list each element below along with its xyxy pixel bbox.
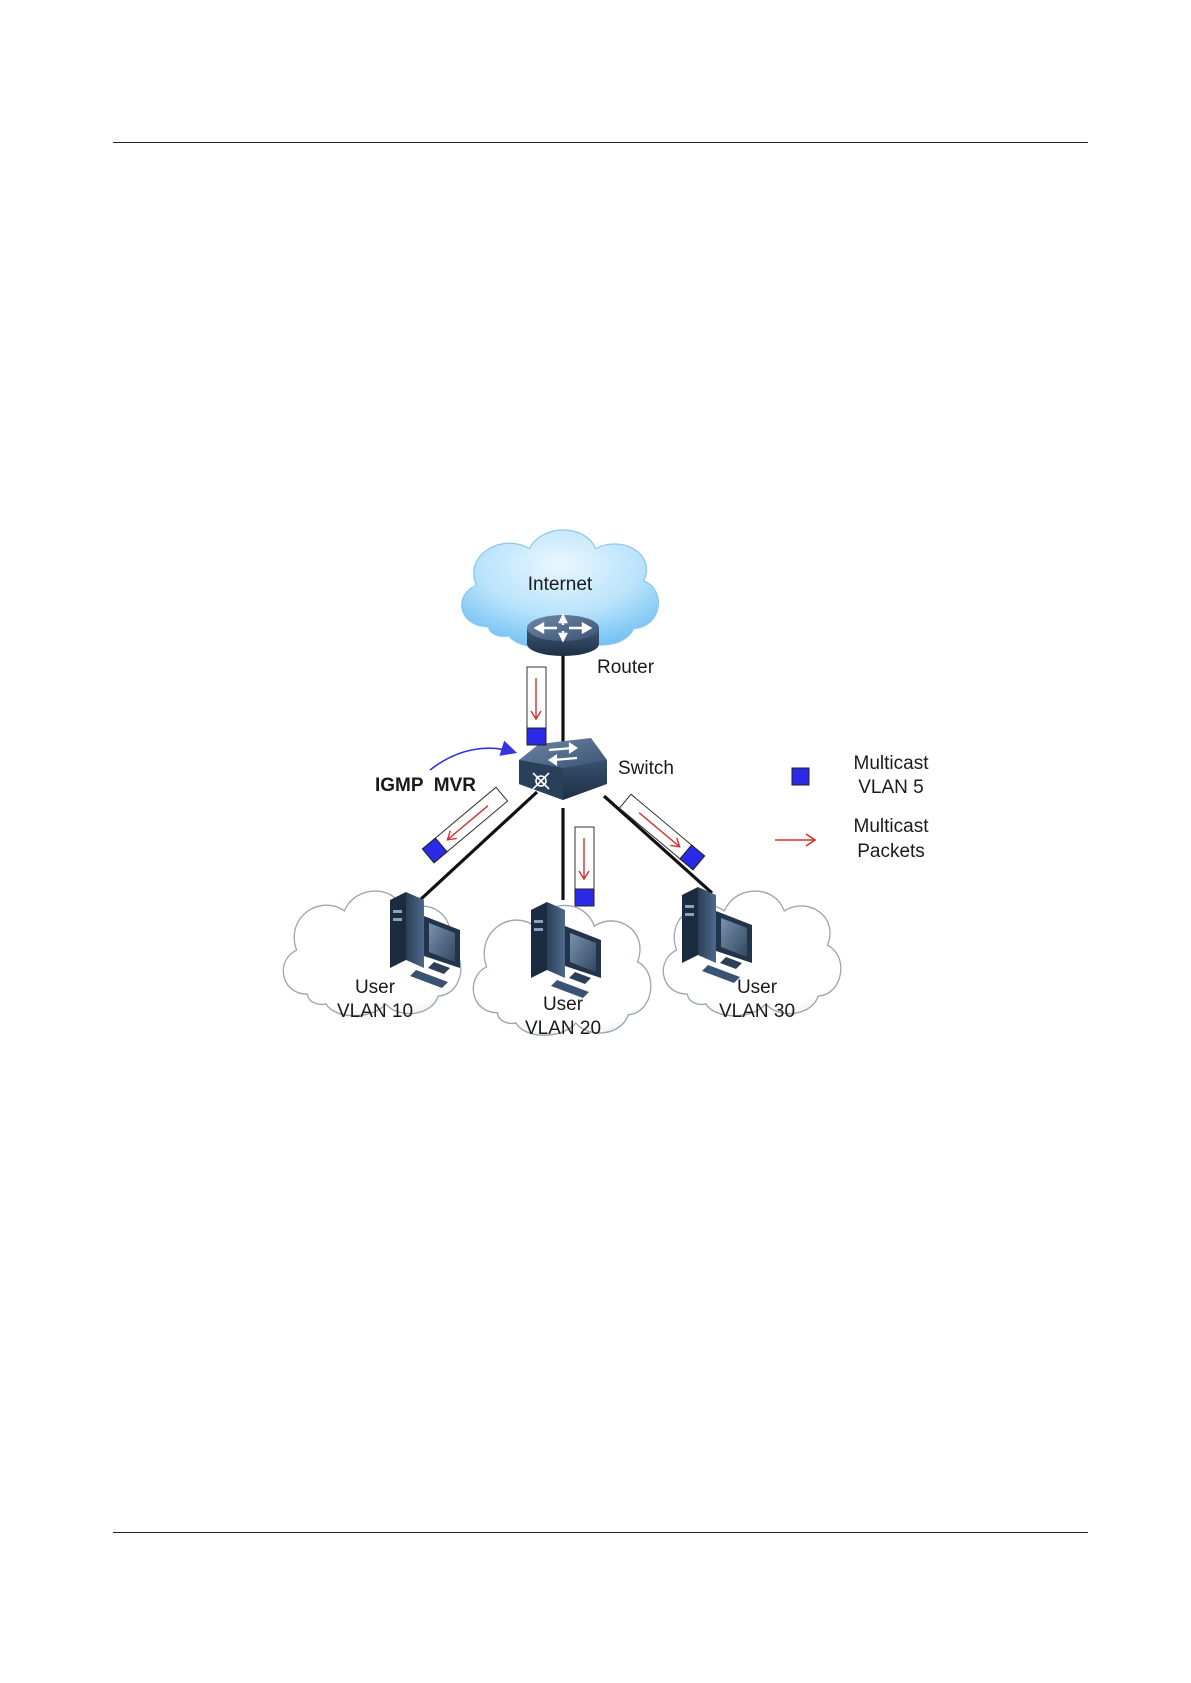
legend-packets-line2: Packets <box>857 841 925 862</box>
legend: Multicast VLAN 5 Multicast Packets <box>775 753 929 862</box>
packet-router-switch <box>527 667 546 745</box>
legend-vlan-swatch <box>792 768 809 785</box>
user-label-line2: VLAN 30 <box>719 1001 795 1022</box>
router-icon <box>527 615 599 656</box>
internet-label: Internet <box>528 574 593 595</box>
user-label-line2: VLAN 10 <box>337 1001 413 1022</box>
user-label-line1: User <box>543 994 584 1015</box>
legend-vlan-line2: VLAN 5 <box>858 777 923 798</box>
switch-label: Switch <box>618 758 674 779</box>
mvr-pointer-arrow <box>430 748 514 770</box>
user-label-line1: User <box>737 977 778 998</box>
packet-switch-user10 <box>422 787 507 862</box>
legend-packet-arrow-icon <box>775 834 815 846</box>
switch-icon <box>519 738 607 800</box>
packet-switch-user30 <box>619 794 704 869</box>
user-label-line1: User <box>355 977 396 998</box>
mvr-label: IGMP MVR <box>375 775 476 796</box>
packet-switch-user20 <box>575 827 594 906</box>
user-label-line2: VLAN 20 <box>525 1018 601 1039</box>
legend-packets-line1: Multicast <box>854 816 930 837</box>
legend-vlan-line1: Multicast <box>854 753 930 774</box>
router-label: Router <box>597 657 655 678</box>
